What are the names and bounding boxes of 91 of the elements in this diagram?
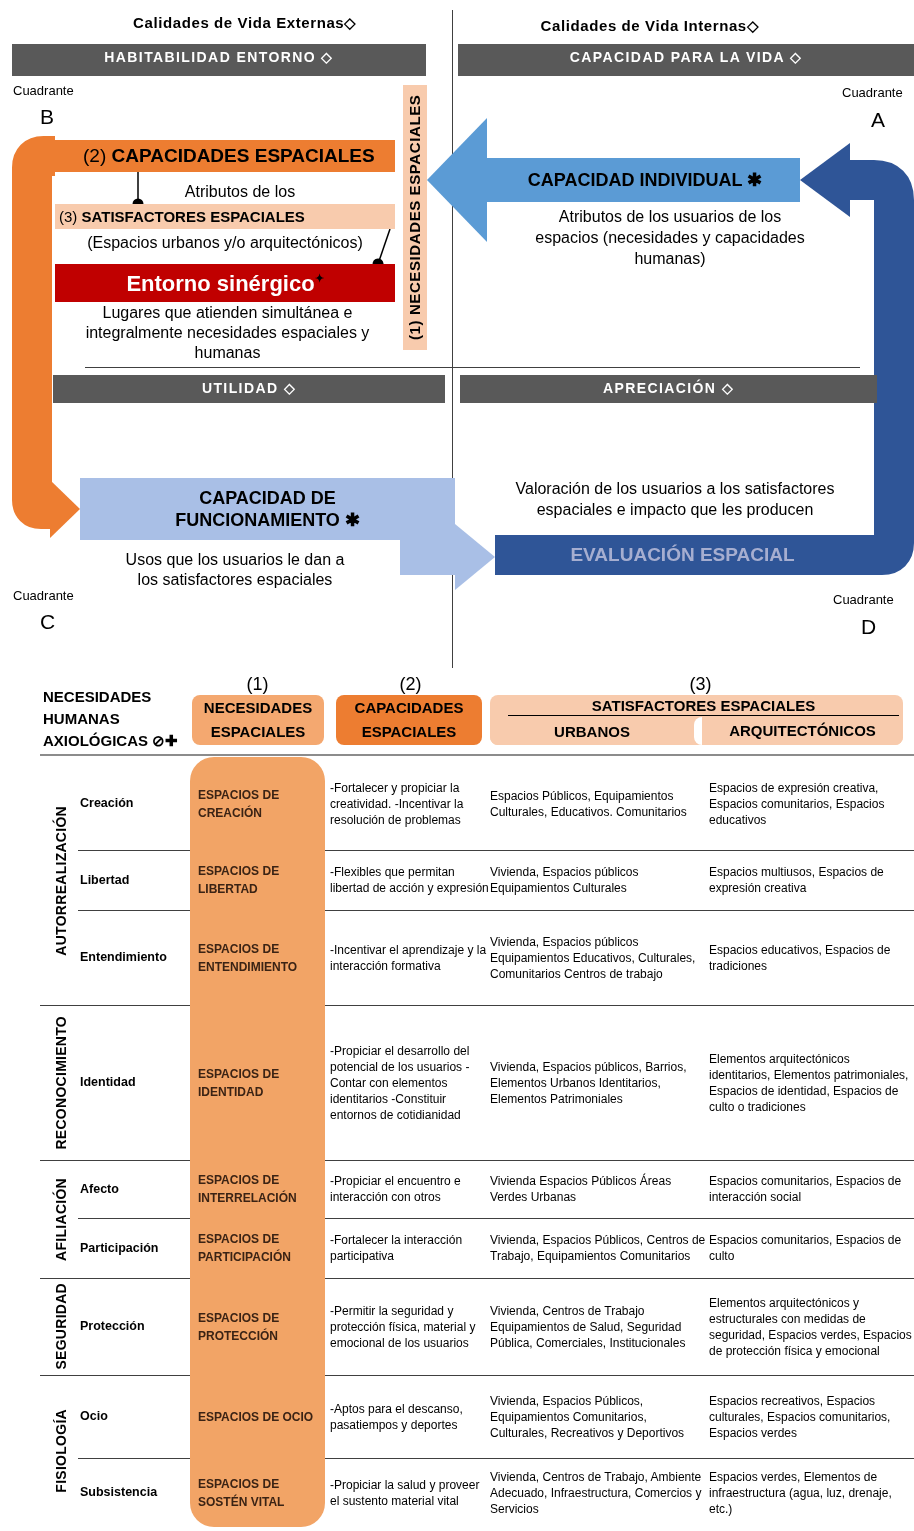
table-text: -Propiciar la salud y proveer el sustento material vital — [330, 1476, 481, 1509]
category-band: CAPACIDAD PARA LA VIDA ◇ — [458, 44, 914, 76]
table-text: -Permitir la seguridad y protección física, material y emocional de los usuarios — [330, 1302, 477, 1351]
group-label: AUTORREALIZACIÓN — [51, 806, 70, 956]
table-text: Espacios multiusos, Espacios de expresión creativa — [709, 864, 885, 896]
quadrant-label: Cuadrante — [13, 587, 75, 605]
group-label: FISIOLOGÍA — [51, 1409, 70, 1493]
category-text: ESPACIOS DE INTERRELACIÓN — [198, 1172, 298, 1207]
block-arrow — [427, 118, 490, 242]
column-number: (3) — [688, 673, 713, 696]
table-text: Espacios comunitarios, Espacios de culto — [709, 1232, 903, 1264]
row-label: Creación — [80, 795, 134, 813]
highlight-bar: Entorno sinérgico$^{✦}$ — [55, 264, 395, 302]
table-text: -Fortalecer y propiciar la creatividad. -Incentivar la resolución de problemas — [330, 779, 465, 828]
category-column — [190, 757, 325, 1527]
category-band: UTILIDAD ◇ — [53, 375, 445, 403]
category-text: ESPACIOS DE PROTECCIÓN — [198, 1309, 281, 1345]
table-text: Espacios verdes, Elementos de infraestructura (agua, luz, drenaje, etc.) — [709, 1468, 893, 1517]
process-bar: (2) CAPACIDADES ESPACIALES — [55, 140, 395, 172]
block-arrow — [12, 136, 80, 538]
table-text: -Propiciar el encuentro e interacción con otros — [330, 1173, 462, 1205]
table-text: Vivienda, Espacios Públicos, Equipamientos Comunitarios, Culturales, Recreativos y Deportivos — [490, 1392, 686, 1441]
table-text: Vivienda, Espacios públicos Equipamientos Educativos, Culturales, Comunitarios Centros de trabajo — [490, 933, 697, 982]
row-label: Afecto — [80, 1180, 119, 1198]
description-text: Lugares que atienden simultánea e integralmente necesidades espaciales y humanas — [84, 303, 371, 363]
table-text: Espacios recreativos, Espacios culturales, Espacios comunitarios, Espacios verdes — [709, 1392, 892, 1441]
table-text: Vivienda, Espacios Públicos, Centros de Trabajo, Equipamientos Comunitarios — [490, 1232, 707, 1264]
row-label: Libertad — [80, 871, 130, 889]
category-text: ESPACIOS DE OCIO — [198, 1408, 314, 1426]
column-number: (2) — [398, 673, 423, 696]
quadrant-label: Cuadrante — [842, 84, 904, 102]
block-arrow — [800, 143, 914, 575]
column-number: (1) — [245, 673, 270, 696]
group-label: RECONOCIMIENTO — [51, 1015, 70, 1150]
group-label: SEGURIDAD — [51, 1283, 70, 1370]
table-text: -Aptos para el descanso, pasatiempos y deportes — [330, 1400, 464, 1433]
table-heading: NECESIDADES HUMANAS AXIOLÓGICAS ⊘✚ — [43, 687, 180, 751]
quadrant-label: Cuadrante — [833, 591, 895, 609]
table-text: Espacios educativos, Espacios de tradiciones — [709, 941, 892, 974]
block-arrow — [400, 524, 495, 590]
quadrant-letter: B — [40, 104, 55, 130]
table-text: Vivienda, Centros de Trabajo Equipamientos de Salud, Seguridad Pública, Comerciales, Institucionales — [490, 1302, 687, 1351]
category-text: ESPACIOS DE LIBERTAD — [198, 863, 281, 898]
quadrant-letter: D — [861, 614, 878, 640]
process-bar: EVALUACIÓN ESPACIAL — [495, 535, 870, 575]
quadrant-letter: A — [871, 107, 886, 133]
table-text: Vivienda, Espacios públicos Equipamientos Culturales — [490, 864, 640, 896]
description-text: Atributos de los — [183, 182, 297, 202]
vertical-band: (1) NECESIDADES ESPACIALES — [403, 85, 427, 350]
table-text: Espacios comunitarios, Espacios de interacción social — [709, 1173, 903, 1205]
table-text: Elementos arquitectónicos y estructurales con medidas de seguridad, Espacios verdes, Espacios de protección física y emocional — [709, 1294, 913, 1359]
description-text: Usos que los usuarios le dan a los satisfactores espaciales — [125, 550, 345, 590]
table-text: Elementos arquitectónicos identitarios, Elementos patrimoniales, Espacios de identidad, Espacios de culto o tradiciones — [709, 1050, 910, 1115]
table-text: -Propiciar el desarrollo del potencial de los usuarios -Contar con elementos identitarios -Constituir entornos de cotidianidad — [330, 1042, 471, 1123]
row-label: Protección — [80, 1318, 145, 1336]
column-header: CAPACIDADES ESPACIALES — [336, 695, 482, 745]
description-text: Valoración de los usuarios a los satisfactores espaciales e impacto que les producen — [514, 479, 836, 520]
process-bar: CAPACIDAD DE FUNCIONAMIENTO ✱ — [80, 478, 455, 540]
section-heading: Calidades de Vida Externas◇ — [132, 13, 358, 33]
category-text: ESPACIOS DE CREACIÓN — [198, 786, 281, 822]
row-label: Ocio — [80, 1408, 108, 1426]
group-label: AFILIACIÓN — [51, 1177, 70, 1261]
category-text: ESPACIOS DE SOSTÉN VITAL — [198, 1475, 286, 1511]
process-bar: (3) SATISFACTORES ESPACIALES — [55, 204, 395, 229]
description-text: (Espacios urbanos y/o arquitectónicos) — [86, 233, 364, 253]
table-text: Vivienda, Centros de Trabajo, Ambiente Adecuado, Infraestructura, Comercios y Servicios — [490, 1468, 703, 1517]
header-text: SATISFACTORES ESPACIALES — [508, 696, 899, 716]
category-text: ESPACIOS DE PARTICIPACIÓN — [198, 1231, 292, 1266]
column-header — [490, 695, 903, 745]
category-text: ESPACIOS DE ENTENDIMIENTO — [198, 940, 299, 976]
row-label: Participación — [80, 1239, 159, 1257]
row-label: Subsistencia — [80, 1484, 158, 1502]
process-bar: CAPACIDAD INDIVIDUAL ✱ — [490, 158, 800, 202]
description-text: Atributos de los usuarios de los espacios (necesidades y capacidades humanas) — [535, 207, 805, 269]
table-text: Vivienda Espacios Públicos Áreas Verdes Urbanas — [490, 1173, 673, 1205]
table-text: Vivienda, Espacios públicos, Barrios, Elementos Urbanos Identitarios, Elementos Patrimoniales — [490, 1058, 688, 1107]
section-heading: Calidades de Vida Internas◇ — [539, 16, 761, 36]
table-text: Espacios Públicos, Equipamientos Culturales, Educativos. Comunitarios — [490, 787, 688, 820]
table-text: -Flexibles que permitan libertad de acción y expresión — [330, 864, 490, 896]
quadrant-label: Cuadrante — [13, 82, 75, 100]
quadrant-letter: C — [40, 609, 57, 635]
row-label: Identidad — [80, 1074, 136, 1092]
category-band: HABITABILIDAD ENTORNO ◇ — [12, 44, 426, 76]
row-label: Entendimiento — [80, 949, 167, 967]
subcolumn-header: ARQUITECTÓNICOS — [694, 717, 903, 745]
category-band: APRECIACIÓN ◇ — [460, 375, 877, 403]
table-text: -Incentivar el aprendizaje y la interacción formativa — [330, 941, 488, 974]
table-text: -Fortalecer la interacción participativa — [330, 1232, 464, 1264]
column-header: NECESIDADES ESPACIALES — [192, 695, 324, 745]
table-text: Espacios de expresión creativa, Espacios comunitarios, Espacios educativos — [709, 779, 886, 828]
category-text: ESPACIOS DE IDENTIDAD — [198, 1065, 281, 1101]
